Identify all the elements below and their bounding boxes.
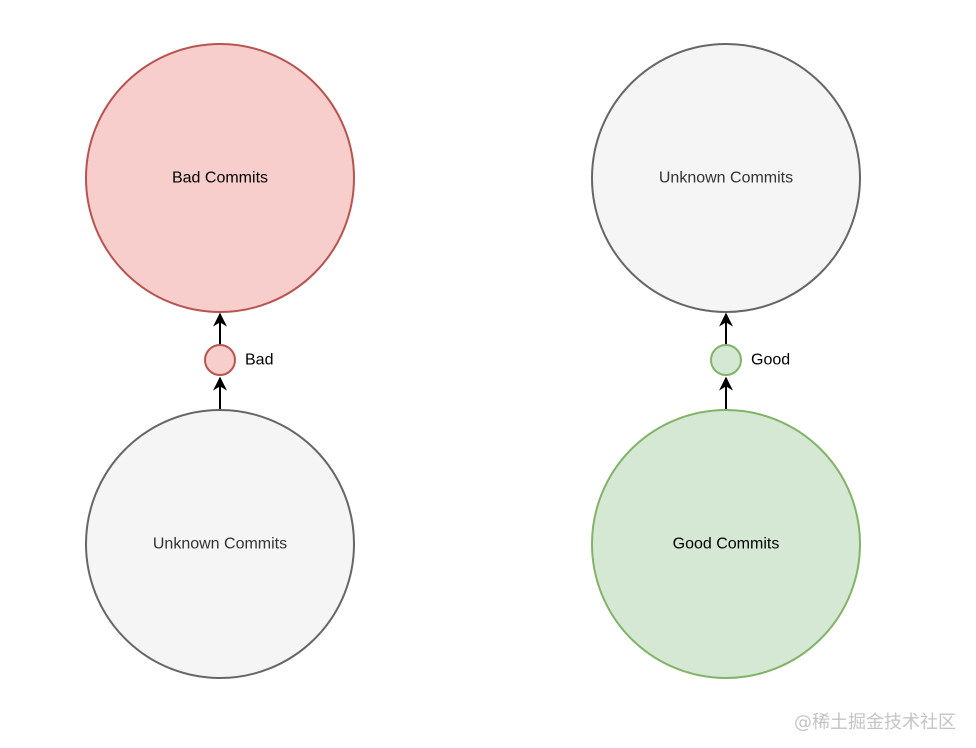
bad-commits-circle: [85, 43, 355, 313]
bad-marker-label: Bad: [245, 352, 273, 369]
good-commits-label: Good Commits: [673, 536, 780, 553]
good-commits-circle: [591, 409, 861, 679]
good-marker-label: Good: [751, 352, 790, 369]
unknown-commits-label-left: Unknown Commits: [153, 536, 287, 553]
left-group: Bad Commits Bad Unknown Commits: [85, 43, 355, 679]
unknown-commits-circle-right: [591, 43, 861, 313]
right-group: Unknown Commits Good Good Commits: [591, 43, 861, 679]
watermark: @稀土掘金技术社区: [794, 712, 956, 733]
bad-commits-label: Bad Commits: [172, 170, 268, 187]
unknown-commits-label-right: Unknown Commits: [659, 170, 793, 187]
good-marker-circle: [710, 344, 742, 376]
unknown-commits-circle-left: [85, 409, 355, 679]
bad-marker-circle: [204, 344, 236, 376]
